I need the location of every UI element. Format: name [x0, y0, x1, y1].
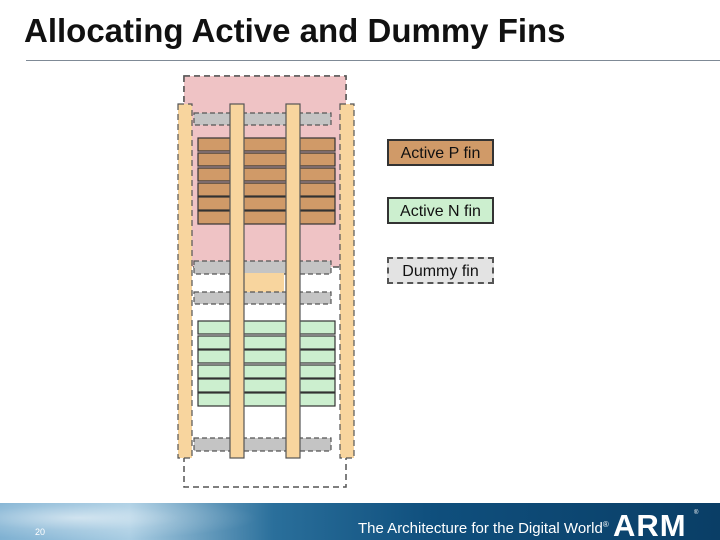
tagline-registered-mark: ®: [602, 520, 609, 529]
fin-row-dummy: [193, 112, 332, 126]
fin-row-active-n: [197, 349, 336, 364]
footer-tagline: The Architecture for the Digital World®: [358, 520, 609, 537]
footer-decoration: [0, 503, 260, 540]
dummy-gate: [177, 103, 193, 459]
slide-title: Allocating Active and Dummy Fins: [24, 12, 566, 49]
fin-row-active-p: [197, 137, 336, 152]
tagline-text: The Architecture for the Digital World: [358, 520, 603, 537]
fin-row-active-p: [197, 167, 336, 182]
fin-row-active-n: [197, 392, 336, 407]
legend-dummy-fin: Dummy fin: [387, 257, 494, 284]
fin-row-active-p: [197, 196, 336, 211]
fin-row-active-n: [197, 378, 336, 393]
fin-row-dummy: [193, 291, 332, 305]
legend-active-p-fin: Active P fin: [387, 139, 494, 166]
page-number: 20: [35, 527, 46, 537]
gate: [229, 103, 245, 459]
footer-bar: 20 The Architecture for the Digital Worl…: [0, 503, 720, 540]
fin-row-active-n: [197, 320, 336, 335]
fin-row-active-p: [197, 210, 336, 225]
fin-row-active-n: [197, 364, 336, 379]
dummy-gate: [339, 103, 355, 459]
fin-row-dummy: [193, 437, 332, 452]
logo-registered-mark: ®: [694, 510, 699, 516]
gate: [285, 103, 301, 459]
fin-allocation-diagram: [177, 75, 355, 488]
fin-row-dummy: [193, 260, 332, 275]
fin-row-active-p: [197, 152, 336, 167]
title-divider: [26, 60, 720, 61]
fin-row-active-p: [197, 182, 336, 197]
arm-logo: ARM: [613, 508, 687, 540]
fin-row-active-n: [197, 335, 336, 350]
legend-active-n-fin: Active N fin: [387, 197, 494, 224]
